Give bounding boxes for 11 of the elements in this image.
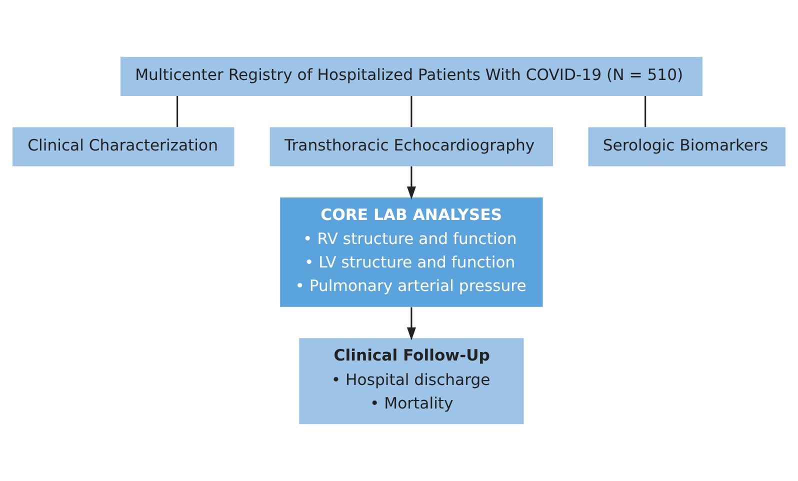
node-box: Multicenter Registry of Hospitalized Patients With COVID-19 (N = 510) xyxy=(120,56,702,96)
arrow xyxy=(406,307,416,340)
arrow xyxy=(406,166,416,200)
node-box: Transthoracic Echocardiography xyxy=(270,127,554,166)
node-box: Clinical Follow-Up • Hospital discharge • Mortality xyxy=(299,338,524,424)
connector xyxy=(644,96,646,128)
connector xyxy=(410,96,412,128)
node-box: Clinical Characterization xyxy=(12,127,234,166)
connector xyxy=(176,96,178,128)
node-box: Serologic Biomarkers xyxy=(588,127,786,166)
node-box: CORE LAB ANALYSES • RV structure and function • LV structure and function • Pulmonary arterial pressure xyxy=(280,198,543,307)
